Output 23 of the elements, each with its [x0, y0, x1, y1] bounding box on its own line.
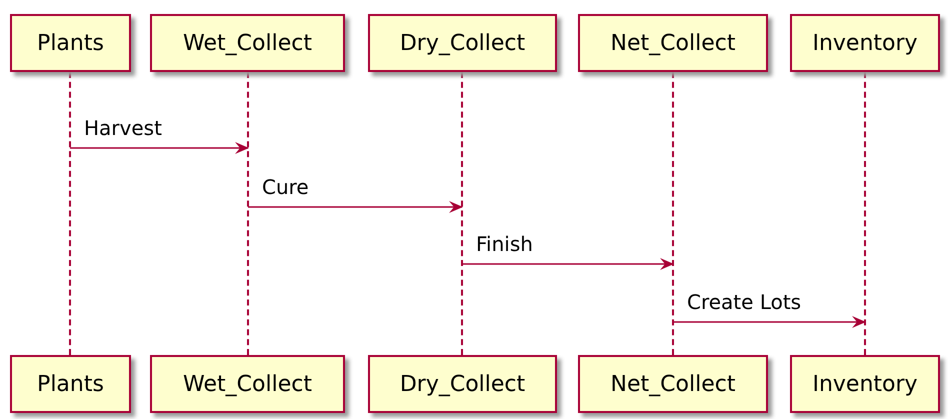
participant-box: Net_Collect [578, 14, 768, 72]
edge-label: Create Lots [687, 290, 802, 314]
lifeline [461, 72, 465, 355]
message-arrow [462, 258, 674, 270]
edge-label: Finish [476, 232, 533, 256]
message-arrow [673, 316, 866, 328]
lifeline [864, 72, 868, 355]
lifeline [69, 72, 73, 355]
participant-box: Inventory [790, 355, 940, 413]
message-arrow [248, 201, 463, 213]
lifeline [672, 72, 676, 355]
edge-label: Cure [262, 175, 309, 199]
participant-box: Plants [10, 14, 131, 72]
lifeline [247, 72, 251, 355]
participant-box: Net_Collect [578, 355, 768, 413]
participant-box: Plants [10, 355, 131, 413]
edge-label: Harvest [84, 116, 162, 140]
participant-box: Dry_Collect [368, 355, 557, 413]
participant-box: Dry_Collect [368, 14, 557, 72]
participant-box: Inventory [790, 14, 940, 72]
participant-box: Wet_Collect [150, 355, 345, 413]
participant-box: Wet_Collect [150, 14, 345, 72]
message-arrow [70, 142, 249, 154]
